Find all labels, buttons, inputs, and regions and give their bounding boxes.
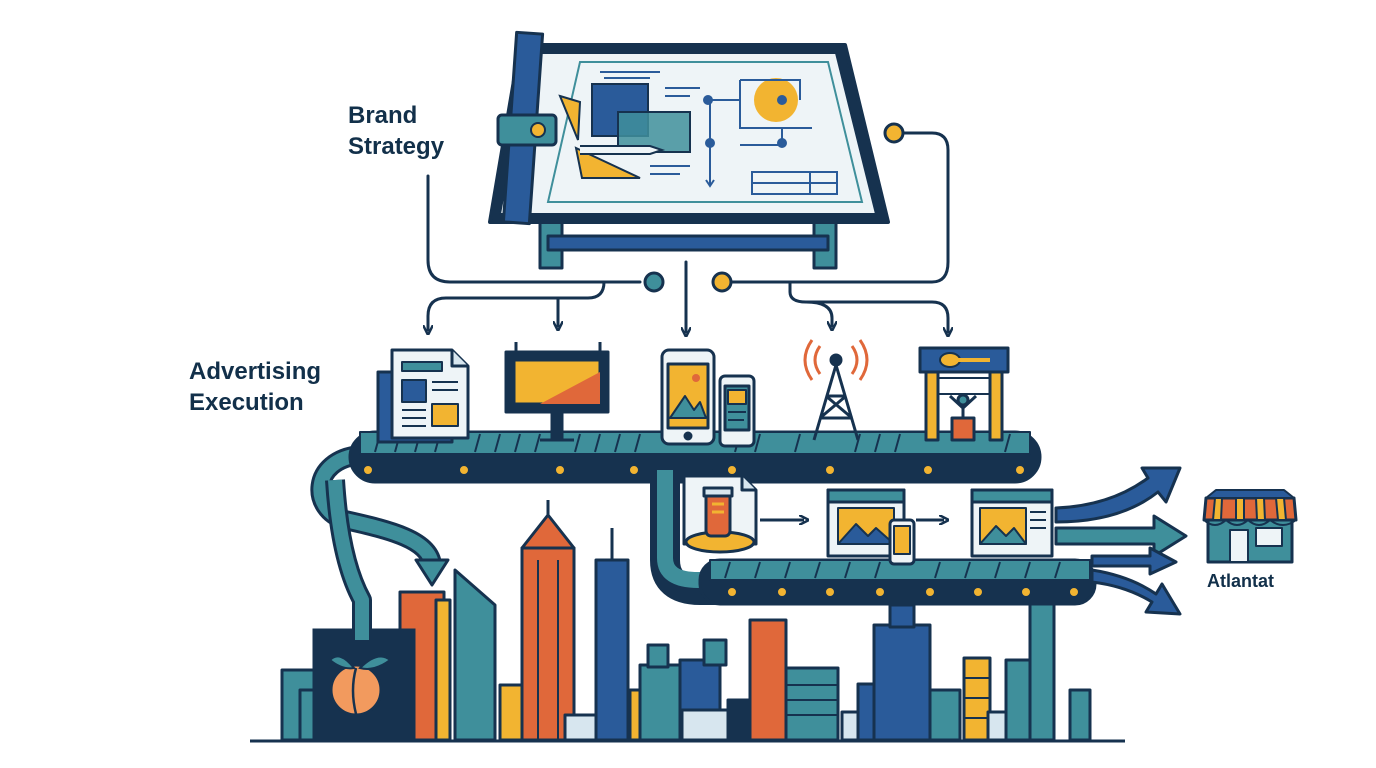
advertising-execution-label: Advertising Execution: [189, 356, 321, 418]
city-name-label: Atlantat: [1207, 571, 1274, 591]
radio-tower-icon: [803, 339, 869, 441]
blueprint-icon: [546, 61, 864, 203]
storefront-icon: [1202, 489, 1298, 564]
web-ad-icon: [760, 488, 1054, 566]
billboard-icon: [504, 342, 610, 442]
flow-lines: [428, 122, 948, 332]
product-jar-icon: [682, 454, 758, 554]
peach-icon: [312, 628, 416, 742]
distribution-arrows: [1054, 466, 1188, 616]
brand-strategy-label: Brand Strategy: [348, 100, 444, 162]
brand-strategy-line-2: Strategy: [348, 133, 445, 160]
smartphone-icon: [660, 348, 756, 448]
conveyor-belt-icon: [310, 430, 1097, 742]
advertising-execution-line-2: Execution: [189, 389, 304, 416]
advertising-execution-line-1: Advertising: [189, 358, 322, 385]
brand-strategy-line-1: Brand: [348, 102, 418, 129]
newspaper-icon: [376, 348, 470, 444]
event-stage-icon: [918, 346, 1010, 442]
